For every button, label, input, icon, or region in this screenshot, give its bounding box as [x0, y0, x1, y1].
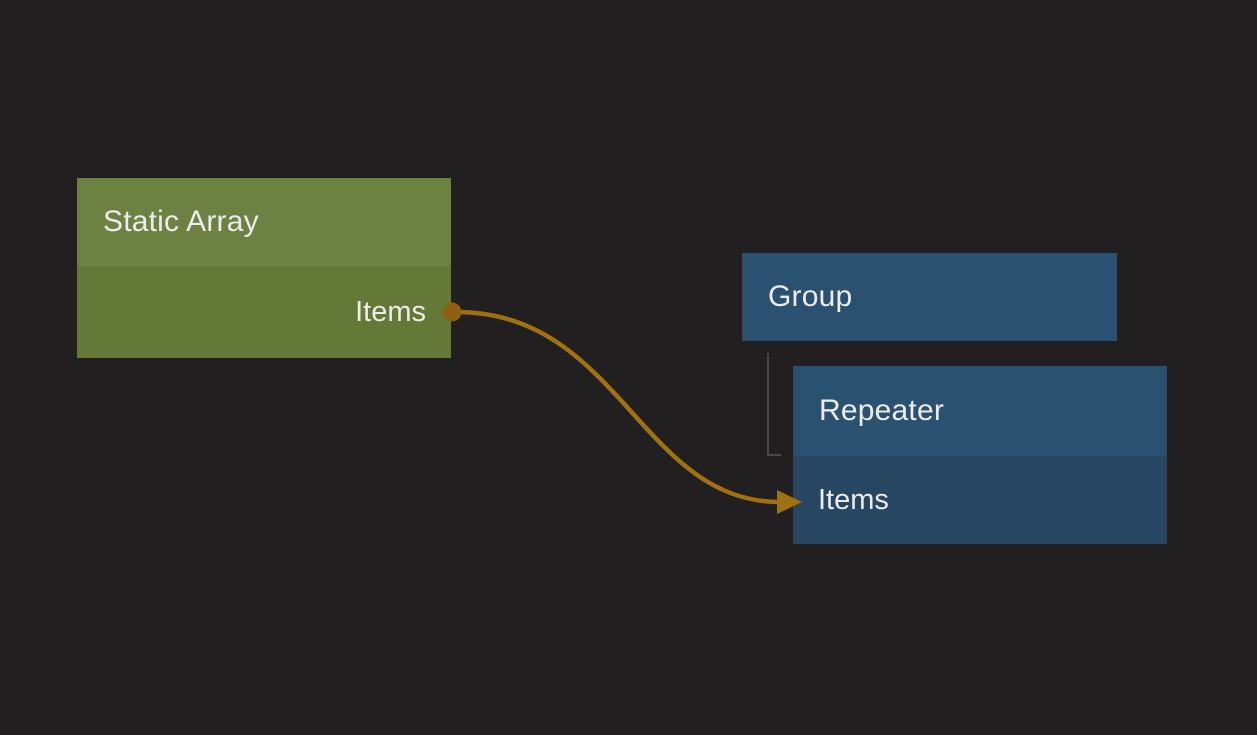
- node-repeater-header[interactable]: Repeater: [793, 366, 1167, 456]
- hierarchy-connector-line: [767, 353, 781, 456]
- node-static-array-title: Static Array: [103, 205, 259, 238]
- node-group[interactable]: Group: [742, 253, 1117, 341]
- node-static-array-output-row-items[interactable]: Items: [77, 266, 451, 358]
- connection-wire-curve[interactable]: [455, 309, 781, 505]
- node-group-title: Group: [768, 280, 853, 313]
- output-port-label-items: Items: [355, 295, 426, 328]
- node-repeater[interactable]: Repeater Items: [793, 366, 1167, 544]
- node-group-header[interactable]: Group: [742, 253, 1117, 341]
- node-repeater-input-row-items[interactable]: Items: [793, 456, 1167, 544]
- node-repeater-title: Repeater: [819, 394, 945, 427]
- node-static-array[interactable]: Static Array Items: [77, 178, 451, 358]
- node-static-array-header[interactable]: Static Array: [77, 178, 451, 266]
- input-port-label-items: Items: [818, 483, 889, 516]
